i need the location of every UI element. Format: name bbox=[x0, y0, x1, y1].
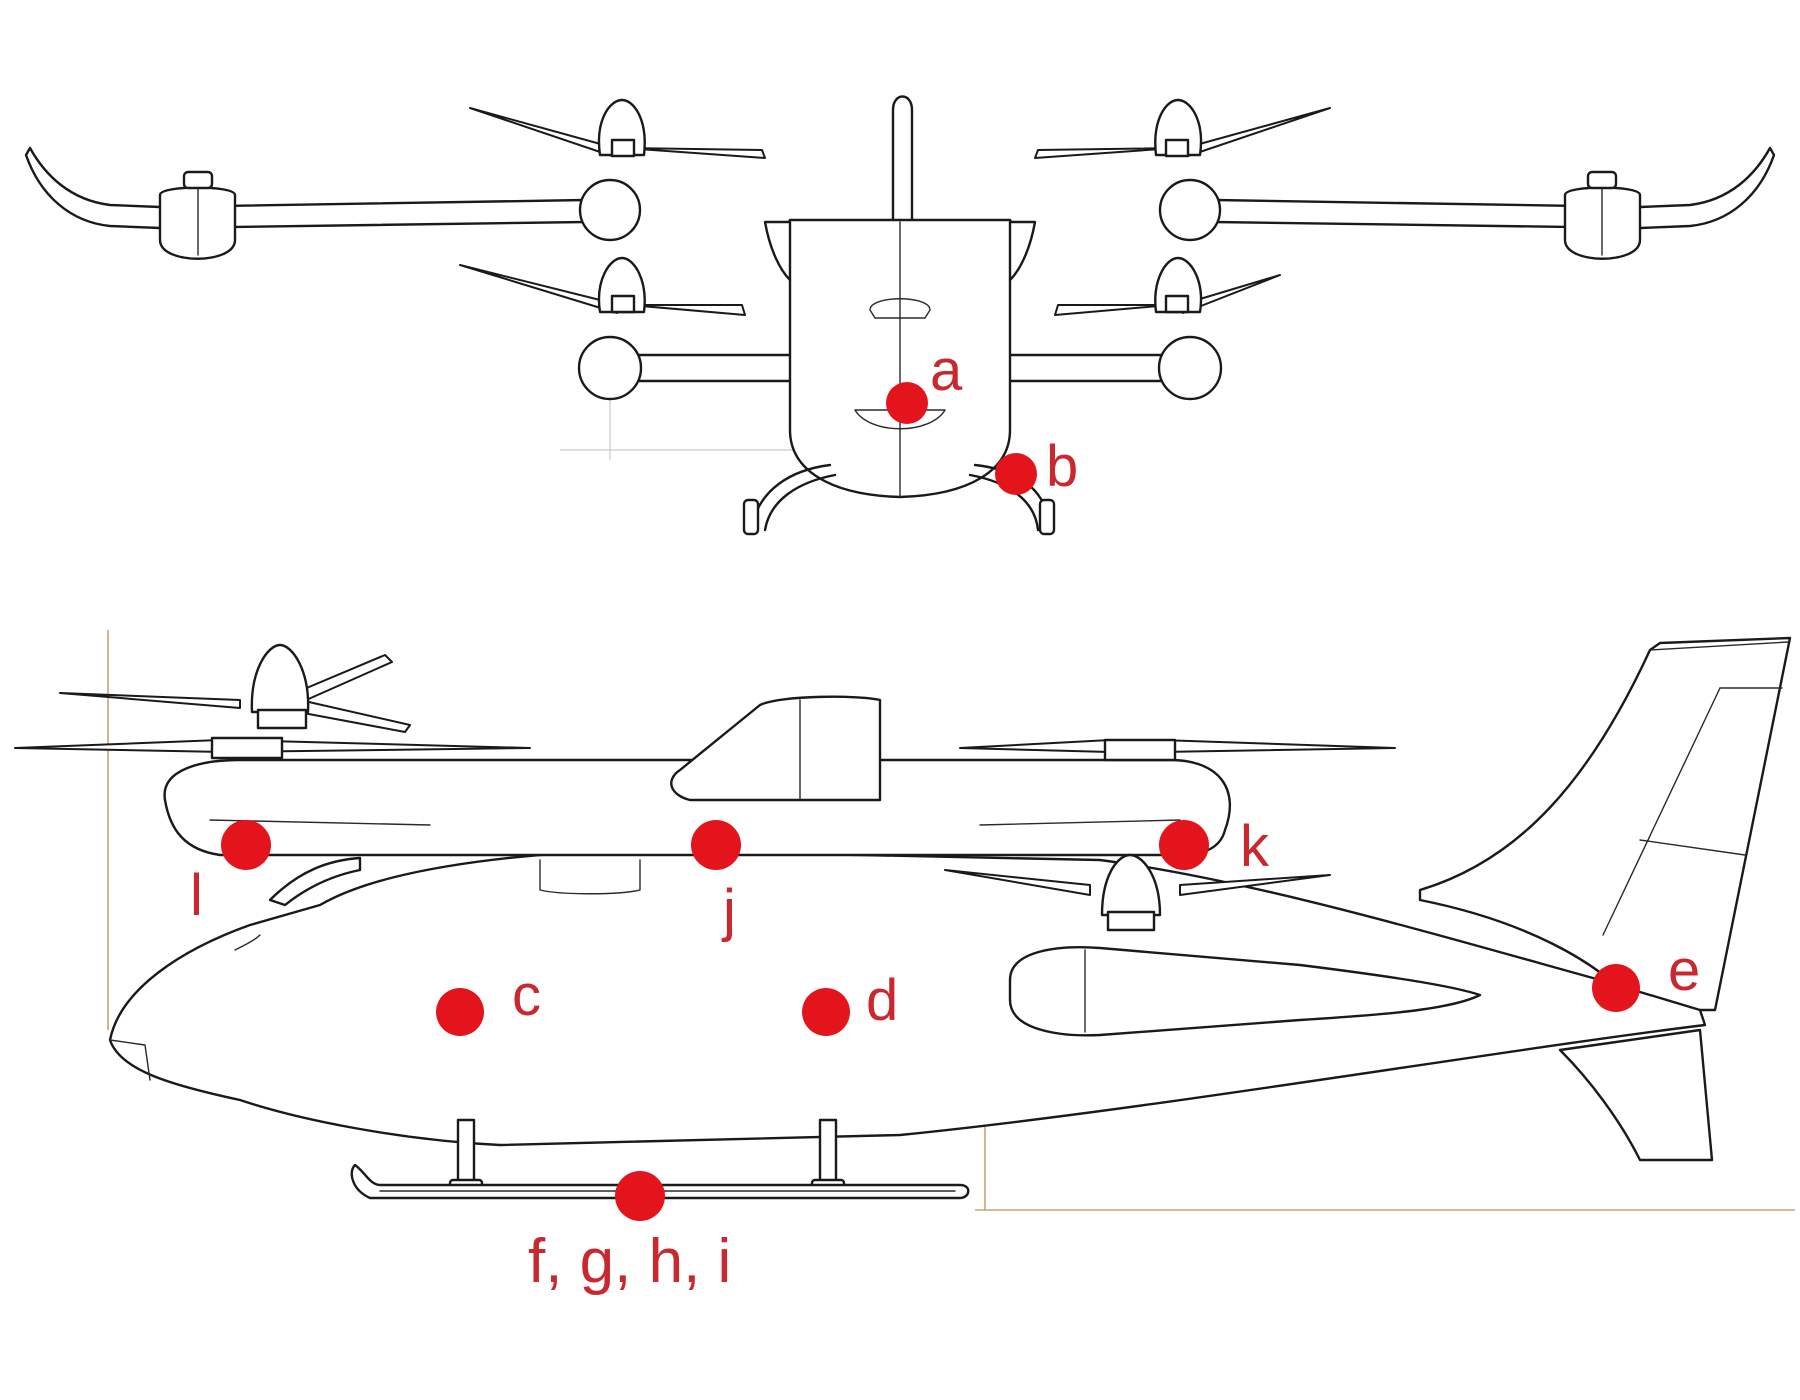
front-view bbox=[24, 95, 1776, 536]
front-wing-right bbox=[1213, 146, 1776, 230]
front-boom-right bbox=[993, 353, 1177, 383]
front-tail-fin bbox=[891, 95, 914, 224]
side-landing-gear bbox=[350, 1118, 970, 1200]
label-c: c bbox=[512, 963, 541, 1028]
side-ventral-fin bbox=[1558, 1028, 1714, 1162]
front-rotor-upper-left bbox=[469, 98, 766, 159]
side-view bbox=[14, 630, 1795, 1211]
label-fghi: f, g, h, i bbox=[528, 1227, 731, 1296]
front-rotor-lower-left bbox=[459, 256, 746, 316]
front-pod-lower-right bbox=[1157, 335, 1223, 401]
front-landing-gear bbox=[742, 463, 1056, 536]
marker-j bbox=[691, 820, 741, 870]
label-a: a bbox=[930, 338, 963, 403]
label-j: j bbox=[721, 878, 736, 943]
point-markers bbox=[221, 382, 1640, 1221]
front-wing-left bbox=[24, 146, 587, 230]
front-rotor-upper-right bbox=[1034, 98, 1331, 159]
label-e: e bbox=[1668, 938, 1700, 1003]
side-rotor-front bbox=[14, 736, 531, 760]
side-fuselage bbox=[108, 848, 1707, 1147]
marker-fghi bbox=[615, 1171, 665, 1221]
marker-l bbox=[221, 820, 271, 870]
side-rotor-aft-hanging bbox=[944, 853, 1331, 932]
marker-b bbox=[995, 453, 1037, 495]
label-b: b bbox=[1046, 434, 1078, 499]
side-rotor-rear bbox=[959, 738, 1396, 762]
side-engine-pod bbox=[1008, 946, 1482, 1037]
side-dorsal-fin bbox=[670, 695, 882, 802]
marker-d bbox=[802, 988, 850, 1036]
side-rotor-tilt bbox=[59, 643, 411, 733]
front-pod-upper-left bbox=[578, 178, 642, 242]
point-labels: a b c d e f, g, h, i j k l bbox=[190, 338, 1700, 1296]
label-l: l bbox=[190, 863, 203, 928]
front-pod-upper-right bbox=[1158, 178, 1222, 242]
front-pod-lower-left bbox=[577, 335, 643, 401]
marker-k bbox=[1159, 820, 1209, 870]
marker-a bbox=[886, 382, 928, 424]
side-wing-boom bbox=[163, 758, 1231, 857]
side-vertical-tail bbox=[1418, 636, 1792, 1012]
label-k: k bbox=[1240, 814, 1270, 879]
front-boom-left bbox=[623, 353, 807, 383]
front-rotor-lower-right bbox=[1054, 256, 1281, 316]
label-d: d bbox=[866, 968, 898, 1033]
marker-e bbox=[1592, 964, 1640, 1012]
marker-c bbox=[436, 988, 484, 1036]
